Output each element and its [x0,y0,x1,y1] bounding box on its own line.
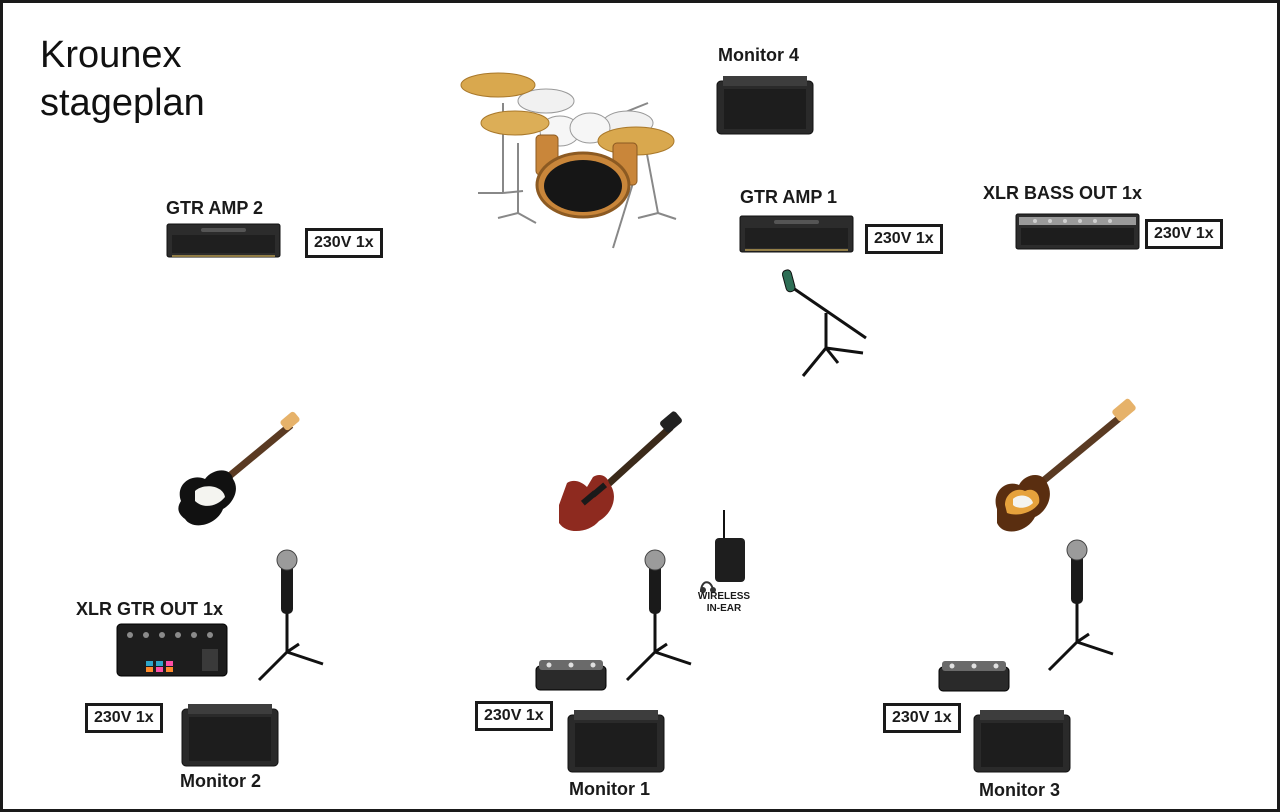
xlr-bass-out-label: XLR BASS OUT 1x [983,183,1143,203]
vocal-mic-stand-center-icon [625,549,692,682]
wireless-in-ear-label: WIRELESS IN-EAR [693,591,755,615]
title-line-2: stageplan [40,82,205,124]
xlr-gtr-out-label: XLR GTR OUT 1x [76,599,224,619]
bass-amp-icon [1015,213,1140,250]
gtr-amp-1-label: GTR AMP 1 [740,187,838,207]
wireless-label-line-2: IN-EAR [706,603,742,614]
drum-kit-icon [460,72,677,249]
bass-guitar-icon [995,398,1136,532]
monitor-3-wedge-icon [973,710,1071,773]
monitor-4-label: Monitor 4 [718,45,799,65]
gtr-amp-2-icon [166,223,281,258]
in-ear-transmitter-center-icon [535,660,607,691]
plan-title: Krounex stageplan [40,31,205,127]
gtr-amp-1-icon [739,215,854,253]
electric-guitar-left-icon [178,411,300,526]
power-badge-gtr-amp-1: 230V 1x [865,224,943,254]
boom-mic-stand-icon [781,269,867,377]
monitor-1-wedge-icon [567,710,665,773]
electric-guitar-center-icon [559,411,682,532]
vocal-mic-stand-right-icon [1047,539,1114,672]
power-badge-right: 230V 1x [883,703,961,733]
vocal-mic-stand-left-icon [257,549,324,682]
wireless-in-ear-pack-icon [700,510,745,593]
power-badge-bass: 230V 1x [1145,219,1223,249]
monitor-1-label: Monitor 1 [569,779,650,799]
monitor-3-label: Monitor 3 [979,780,1060,800]
power-badge-center: 230V 1x [475,701,553,731]
title-line-1: Krounex [40,34,182,76]
monitor-2-label: Monitor 2 [180,771,261,791]
power-badge-gtr-amp-2: 230V 1x [305,228,383,258]
in-ear-transmitter-right-icon [938,661,1010,692]
gtr-amp-2-label: GTR AMP 2 [166,198,264,218]
monitor-4-wedge-icon [716,76,814,135]
wireless-label-line-1: WIRELESS [697,591,751,602]
monitor-2-wedge-icon [181,704,279,767]
power-badge-left: 230V 1x [85,703,163,733]
guitar-multi-effects-icon [116,623,228,677]
